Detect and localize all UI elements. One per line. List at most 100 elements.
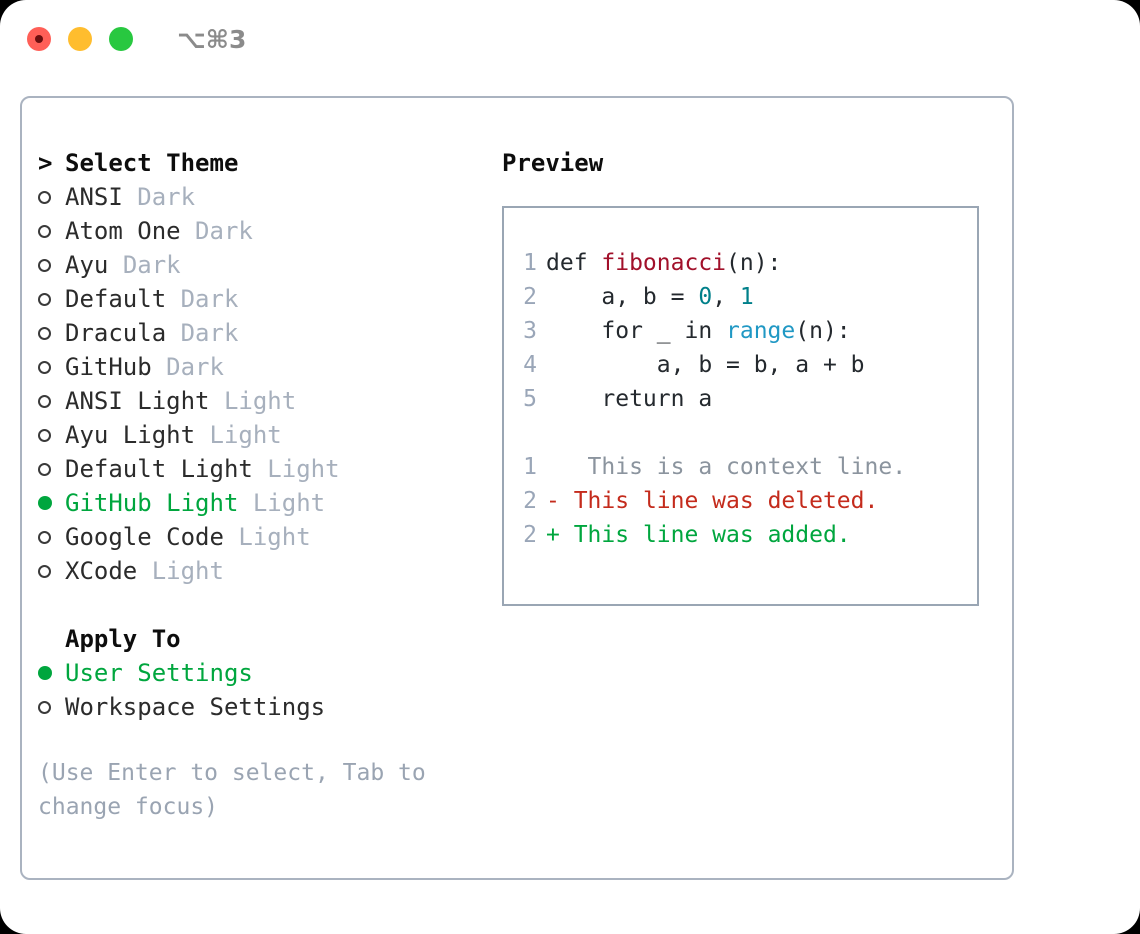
diff-content: This is a context line. xyxy=(546,450,907,484)
theme-list-item[interactable]: ANSI Light Light xyxy=(38,384,492,418)
code-content: a, b = 0, 1 xyxy=(546,280,754,314)
radio-selected-icon[interactable] xyxy=(38,666,65,680)
theme-list-item[interactable]: Ayu Dark xyxy=(38,248,492,282)
space xyxy=(195,418,209,452)
diff-line: 2 - This line was deleted. xyxy=(504,484,977,518)
space xyxy=(253,452,267,486)
radio-glyph xyxy=(38,224,51,238)
radio-unselected-icon[interactable] xyxy=(38,326,65,340)
theme-variant: Light xyxy=(238,523,311,551)
radio-unselected-icon[interactable] xyxy=(38,258,65,272)
minimize-button[interactable] xyxy=(68,27,92,51)
code-token: return a xyxy=(546,386,713,412)
theme-name: GitHub xyxy=(65,353,152,381)
space xyxy=(123,180,137,214)
code-line: 2 a, b = 0, 1 xyxy=(504,280,977,314)
diff-content: - This line was deleted. xyxy=(546,484,878,518)
code-token: (n): xyxy=(795,318,851,344)
code-token: 0 xyxy=(698,284,713,310)
theme-list-item[interactable]: XCode Light xyxy=(38,554,492,588)
theme-name: Default Light xyxy=(65,455,253,483)
radio-unselected-icon[interactable] xyxy=(38,190,65,204)
line-number: 1 xyxy=(523,454,537,480)
theme-name: Ayu Light xyxy=(65,421,196,449)
radio-glyph xyxy=(38,700,51,714)
code-token: for _ in xyxy=(546,318,727,344)
diff-sign xyxy=(546,454,560,480)
theme-variant: Light xyxy=(252,489,326,517)
line-number: 2 xyxy=(523,488,537,514)
radio-unselected-icon[interactable] xyxy=(38,394,65,408)
radio-glyph xyxy=(38,428,51,442)
theme-list-item[interactable]: Ayu Light Light xyxy=(38,418,492,452)
code-token: a, b = b, a + b xyxy=(546,352,865,378)
theme-list-item[interactable]: Default Dark xyxy=(38,282,492,316)
theme-variant: Light xyxy=(223,387,297,415)
radio-unselected-icon[interactable] xyxy=(38,360,65,374)
apply-to-option[interactable]: User Settings xyxy=(38,656,492,690)
radio-unselected-icon[interactable] xyxy=(38,224,65,238)
space xyxy=(108,248,122,282)
theme-list-item[interactable]: GitHub Light Light xyxy=(38,486,492,520)
radio-unselected-icon[interactable] xyxy=(38,292,65,306)
code-content: def fibonacci(n): xyxy=(546,246,781,280)
code-token: , xyxy=(712,284,740,310)
code-line: 5 return a xyxy=(504,382,977,416)
code-content: a, b = b, a + b xyxy=(546,348,865,382)
radio-unselected-icon[interactable] xyxy=(38,530,65,544)
keyboard-shortcut-label: ⌥⌘3 xyxy=(177,24,247,54)
apply-to-label: User Settings xyxy=(65,659,253,687)
theme-variant: Dark xyxy=(166,353,224,381)
select-theme-header: >Select Theme xyxy=(38,146,492,180)
theme-name: Dracula xyxy=(65,319,167,347)
preview-title: Preview xyxy=(502,149,604,177)
space xyxy=(224,520,238,554)
theme-list-item[interactable]: Google Code Light xyxy=(38,520,492,554)
radio-unselected-icon[interactable] xyxy=(38,564,65,578)
theme-name: Ayu xyxy=(65,251,109,279)
theme-variant: Dark xyxy=(137,183,196,211)
space xyxy=(166,282,180,316)
radio-glyph xyxy=(38,258,51,272)
radio-unselected-icon[interactable] xyxy=(38,700,65,714)
radio-unselected-icon[interactable] xyxy=(38,462,65,476)
theme-list-item[interactable]: Atom One Dark xyxy=(38,214,492,248)
theme-list-item[interactable]: ANSI Dark xyxy=(38,180,492,214)
theme-name: XCode xyxy=(65,557,138,585)
theme-list-item[interactable]: Default Light Light xyxy=(38,452,492,486)
apply-to-option[interactable]: Workspace Settings xyxy=(38,690,492,724)
space xyxy=(210,384,224,418)
code-line: 4 a, b = b, a + b xyxy=(504,348,977,382)
diff-sign: - xyxy=(546,488,560,514)
maximize-button[interactable] xyxy=(109,27,133,51)
apply-to-header: Apply To xyxy=(65,625,181,653)
code-content: for _ in range(n): xyxy=(546,314,851,348)
spacer xyxy=(38,588,492,622)
code-token: 1 xyxy=(739,284,754,310)
radio-unselected-icon[interactable] xyxy=(38,428,65,442)
diff-content: + This line was added. xyxy=(546,518,851,552)
theme-list-item[interactable]: Dracula Dark xyxy=(38,316,492,350)
theme-list-item[interactable]: GitHub Dark xyxy=(38,350,492,384)
theme-name: Default xyxy=(65,285,167,313)
radio-glyph xyxy=(38,190,51,204)
line-number: 4 xyxy=(523,352,537,378)
code-content: return a xyxy=(546,382,712,416)
radio-glyph xyxy=(38,462,51,476)
theme-name: Google Code xyxy=(65,523,224,551)
diff-line: 2+ This line was added. xyxy=(504,518,977,552)
theme-variant: Light xyxy=(151,557,224,585)
code-token: range xyxy=(726,318,796,344)
theme-variant: Light xyxy=(267,455,340,483)
traffic-lights xyxy=(27,27,133,51)
close-button[interactable] xyxy=(27,27,51,51)
theme-variant: Dark xyxy=(180,319,239,347)
diff-text: This line was added. xyxy=(559,522,851,548)
radio-selected-icon[interactable] xyxy=(38,496,65,510)
